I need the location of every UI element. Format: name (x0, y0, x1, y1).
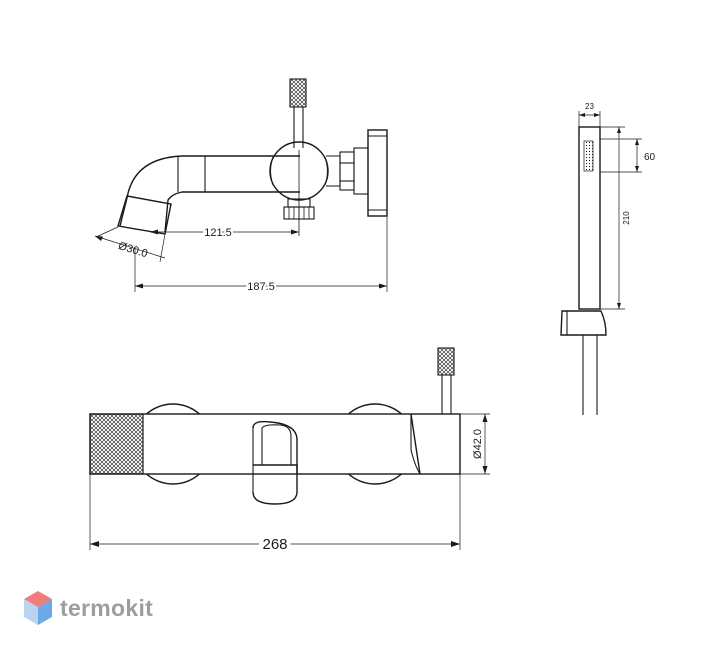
front-view: Ø42.0 268 (89, 347, 490, 557)
handshower-view: 23 60 210 (560, 102, 656, 415)
front-lever-knob (437, 347, 455, 376)
dim-total-width: 268 (262, 536, 287, 553)
knurled-grip (89, 413, 144, 475)
wall-flange (367, 129, 388, 217)
dim-spout-diameter: Ø30.0 (117, 240, 149, 260)
handshower-spray-face (583, 140, 594, 172)
side-view: 121.5 Ø30.0 187.5 (94, 78, 388, 295)
dim-handshower-width: 23 (585, 102, 594, 111)
dim-handshower-length: 210 (622, 211, 631, 225)
dim-spout-length: 121.5 (204, 227, 232, 239)
lever-knob (289, 78, 307, 108)
spout-pipe (119, 155, 300, 227)
spout-outlet (117, 195, 172, 235)
dim-handshower-head: 60 (644, 152, 656, 163)
dim-body-diameter: Ø42.0 (472, 429, 484, 459)
handshower-body (578, 126, 601, 310)
handshower-holder (560, 310, 607, 336)
mixer-bar (89, 413, 461, 475)
brand-logo: termokit (22, 588, 153, 628)
brand-name: termokit (60, 594, 154, 621)
hexagon-cube-logo-icon (24, 591, 52, 625)
dim-total-depth: 187.5 (247, 281, 275, 293)
front-spout (252, 420, 298, 474)
